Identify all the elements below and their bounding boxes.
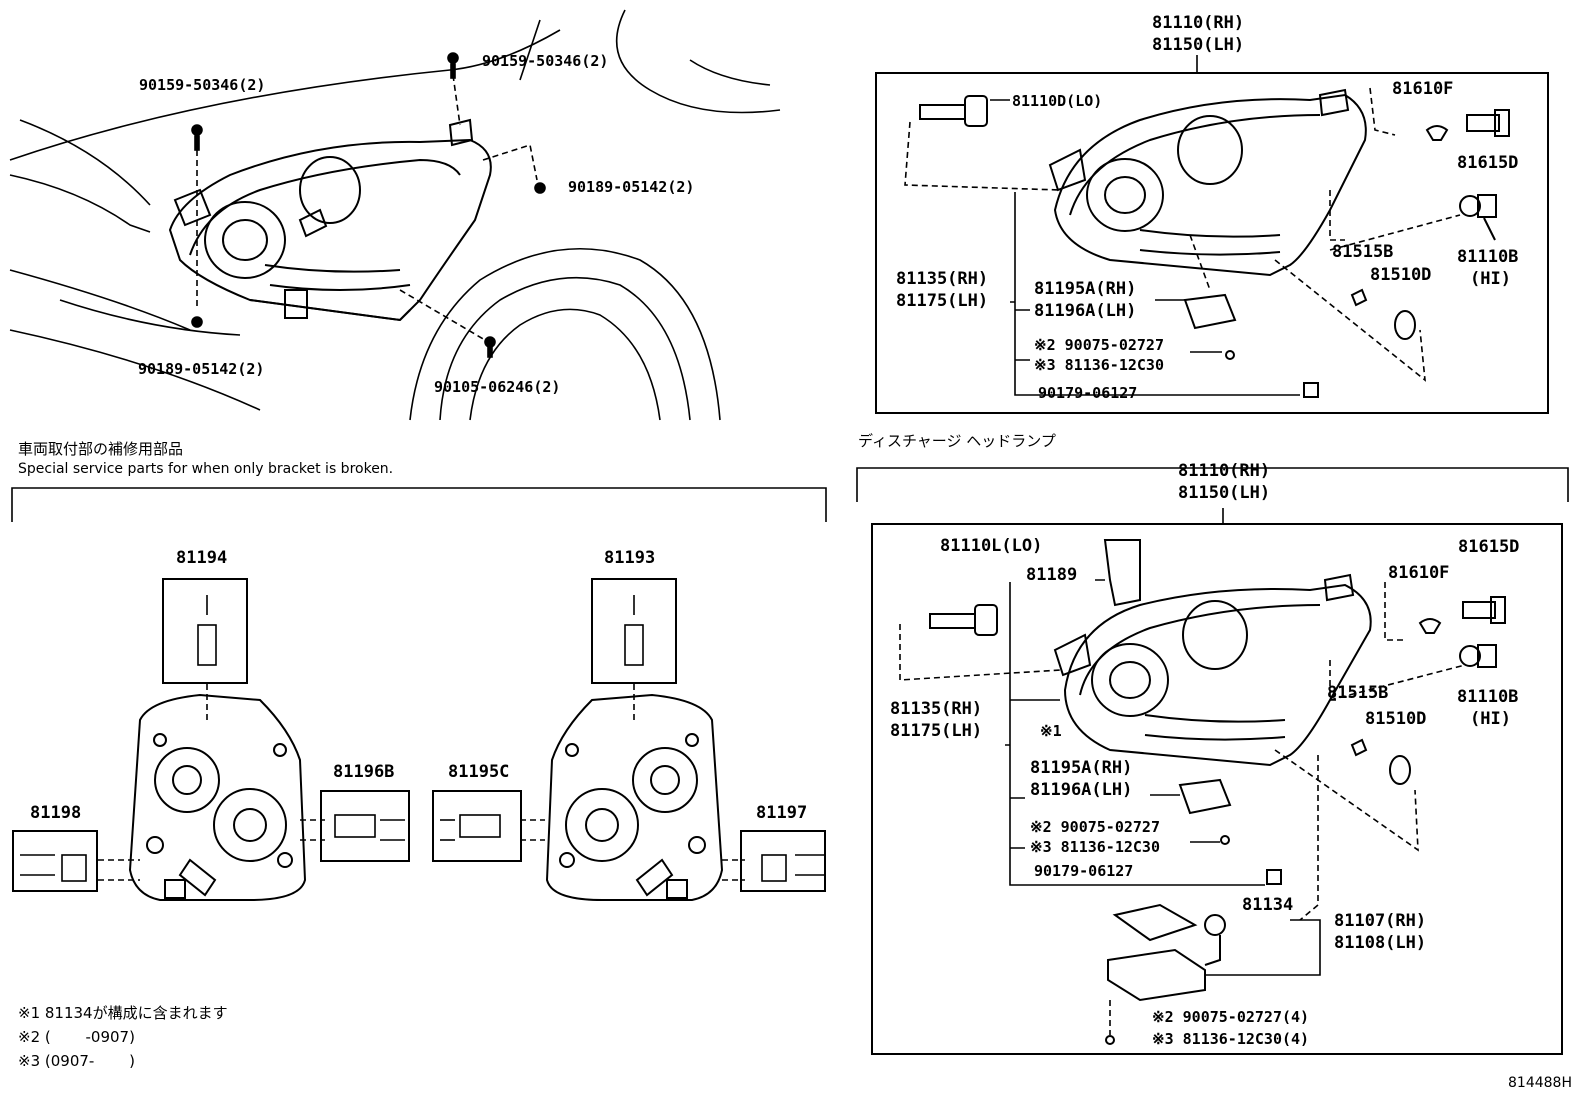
discharge-label-81110B-hi: (HI) (1470, 709, 1511, 729)
bracket-section-bracket (11, 487, 827, 522)
discharge-label-81195A: 81195A(RH) (1030, 758, 1133, 778)
halogen-label-81135: 81135(RH) (896, 269, 989, 289)
bracket-leader-lines (98, 684, 745, 881)
fasteners-top-left (191, 52, 546, 358)
right-lamp-rear-view (545, 693, 724, 901)
discharge-label-81107: 81107(RH) (1334, 911, 1427, 931)
discharge-bracket (856, 467, 1569, 502)
discharge-note3-part4: ※3 81136-12C30(4) (1152, 1030, 1310, 1048)
discharge-label-81110B: 81110B (1457, 687, 1519, 707)
part-box-81196B (320, 790, 410, 862)
discharge-frame (871, 523, 1563, 1055)
halogen-assy-lh: 81150(LH) (1152, 35, 1245, 55)
part-box-81193 (591, 578, 677, 684)
part-label-81193: 81193 (604, 548, 656, 568)
diagram-id: 814488H (1508, 1075, 1572, 1091)
vehicle-body-outline (9, 9, 781, 421)
footnote-2: ※2 ( -0907) (18, 1028, 135, 1046)
bracket-section-title-jp: 車両取付部の補修用部品 (18, 440, 184, 458)
discharge-label-81610F: 81610F (1388, 563, 1450, 583)
discharge-label-81615D: 81615D (1458, 537, 1520, 557)
halogen-label-81196A: 81196A(LH) (1034, 301, 1137, 321)
discharge-note1: ※1 (1040, 722, 1062, 740)
bolt-label-top-right: 90159-50346(2) (482, 52, 609, 70)
halogen-frame (875, 72, 1549, 414)
halogen-headlamp (919, 88, 1510, 398)
top-left-leader-lines (196, 74, 538, 341)
halogen-label-81610F: 81610F (1392, 79, 1454, 99)
halogen-label-81510D: 81510D (1370, 265, 1432, 285)
discharge-note2-part: ※2 90075-02727 (1030, 818, 1160, 836)
discharge-headlamp (929, 539, 1506, 1045)
footnote-3: ※3 (0907- ) (18, 1052, 135, 1070)
discharge-label-81189: 81189 (1026, 565, 1078, 585)
discharge-label-81175: 81175(LH) (890, 721, 983, 741)
halogen-label-81175: 81175(LH) (896, 291, 989, 311)
halogen-label-81515B: 81515B (1332, 242, 1394, 262)
bolt-label-top-left: 90159-50346(2) (139, 76, 266, 94)
halogen-assy-rh: 81110(RH) (1152, 13, 1245, 33)
part-box-81194 (162, 578, 248, 684)
discharge-title: ディスチャージ ヘッドランプ (858, 432, 1056, 450)
halogen-note2-part: ※2 90075-02727 (1034, 336, 1164, 354)
halogen-label-81195A: 81195A(RH) (1034, 279, 1137, 299)
part-box-81198 (12, 830, 98, 892)
discharge-label-81196A: 81196A(LH) (1030, 780, 1133, 800)
bracket-section-title-en: Special service parts for when only brac… (18, 461, 394, 477)
headlamp-top-left (168, 118, 492, 322)
halogen-label-90179: 90179-06127 (1038, 384, 1138, 402)
bracket-part-icons (20, 595, 825, 882)
part-label-81196B: 81196B (333, 762, 395, 782)
discharge-label-81108: 81108(LH) (1334, 933, 1427, 953)
discharge-label-81135: 81135(RH) (890, 699, 983, 719)
halogen-note3-part: ※3 81136-12C30 (1034, 356, 1164, 374)
part-label-81197: 81197 (756, 803, 808, 823)
discharge-solid-leaders (1005, 579, 1321, 976)
discharge-label-81134: 81134 (1242, 895, 1294, 915)
nut-label-bottom-left: 90189-05142(2) (138, 360, 265, 378)
discharge-leader-lines (899, 582, 1466, 1035)
left-lamp-rear-view (128, 693, 307, 901)
footnote-1: ※1 81134が構成に含まれます (18, 1004, 228, 1022)
discharge-label-90179: 90179-06127 (1034, 862, 1134, 880)
screw-label-bottom: 90105-06246(2) (434, 378, 561, 396)
halogen-label-81110D: 81110D(LO) (1012, 92, 1103, 110)
part-label-81198: 81198 (30, 803, 82, 823)
discharge-assy-lh: 81150(LH) (1178, 483, 1271, 503)
discharge-assy-rh: 81110(RH) (1178, 461, 1271, 481)
discharge-label-81515B: 81515B (1327, 683, 1389, 703)
halogen-label-81110B: 81110B (1457, 247, 1519, 267)
halogen-solid-leaders (990, 99, 1300, 396)
part-label-81194: 81194 (176, 548, 228, 568)
part-box-81195C (432, 790, 522, 862)
discharge-label-81510D: 81510D (1365, 709, 1427, 729)
discharge-note2-part4: ※2 90075-02727(4) (1152, 1008, 1310, 1026)
discharge-note3-part: ※3 81136-12C30 (1030, 838, 1160, 856)
halogen-label-81110B-hi: (HI) (1470, 269, 1511, 289)
discharge-label-81110L: 81110L(LO) (940, 536, 1043, 556)
halogen-leader-lines (904, 87, 1461, 382)
nut-label-right: 90189-05142(2) (568, 178, 695, 196)
part-label-81195C: 81195C (448, 762, 510, 782)
halogen-label-81615D: 81615D (1457, 153, 1519, 173)
part-box-81197 (740, 830, 826, 892)
